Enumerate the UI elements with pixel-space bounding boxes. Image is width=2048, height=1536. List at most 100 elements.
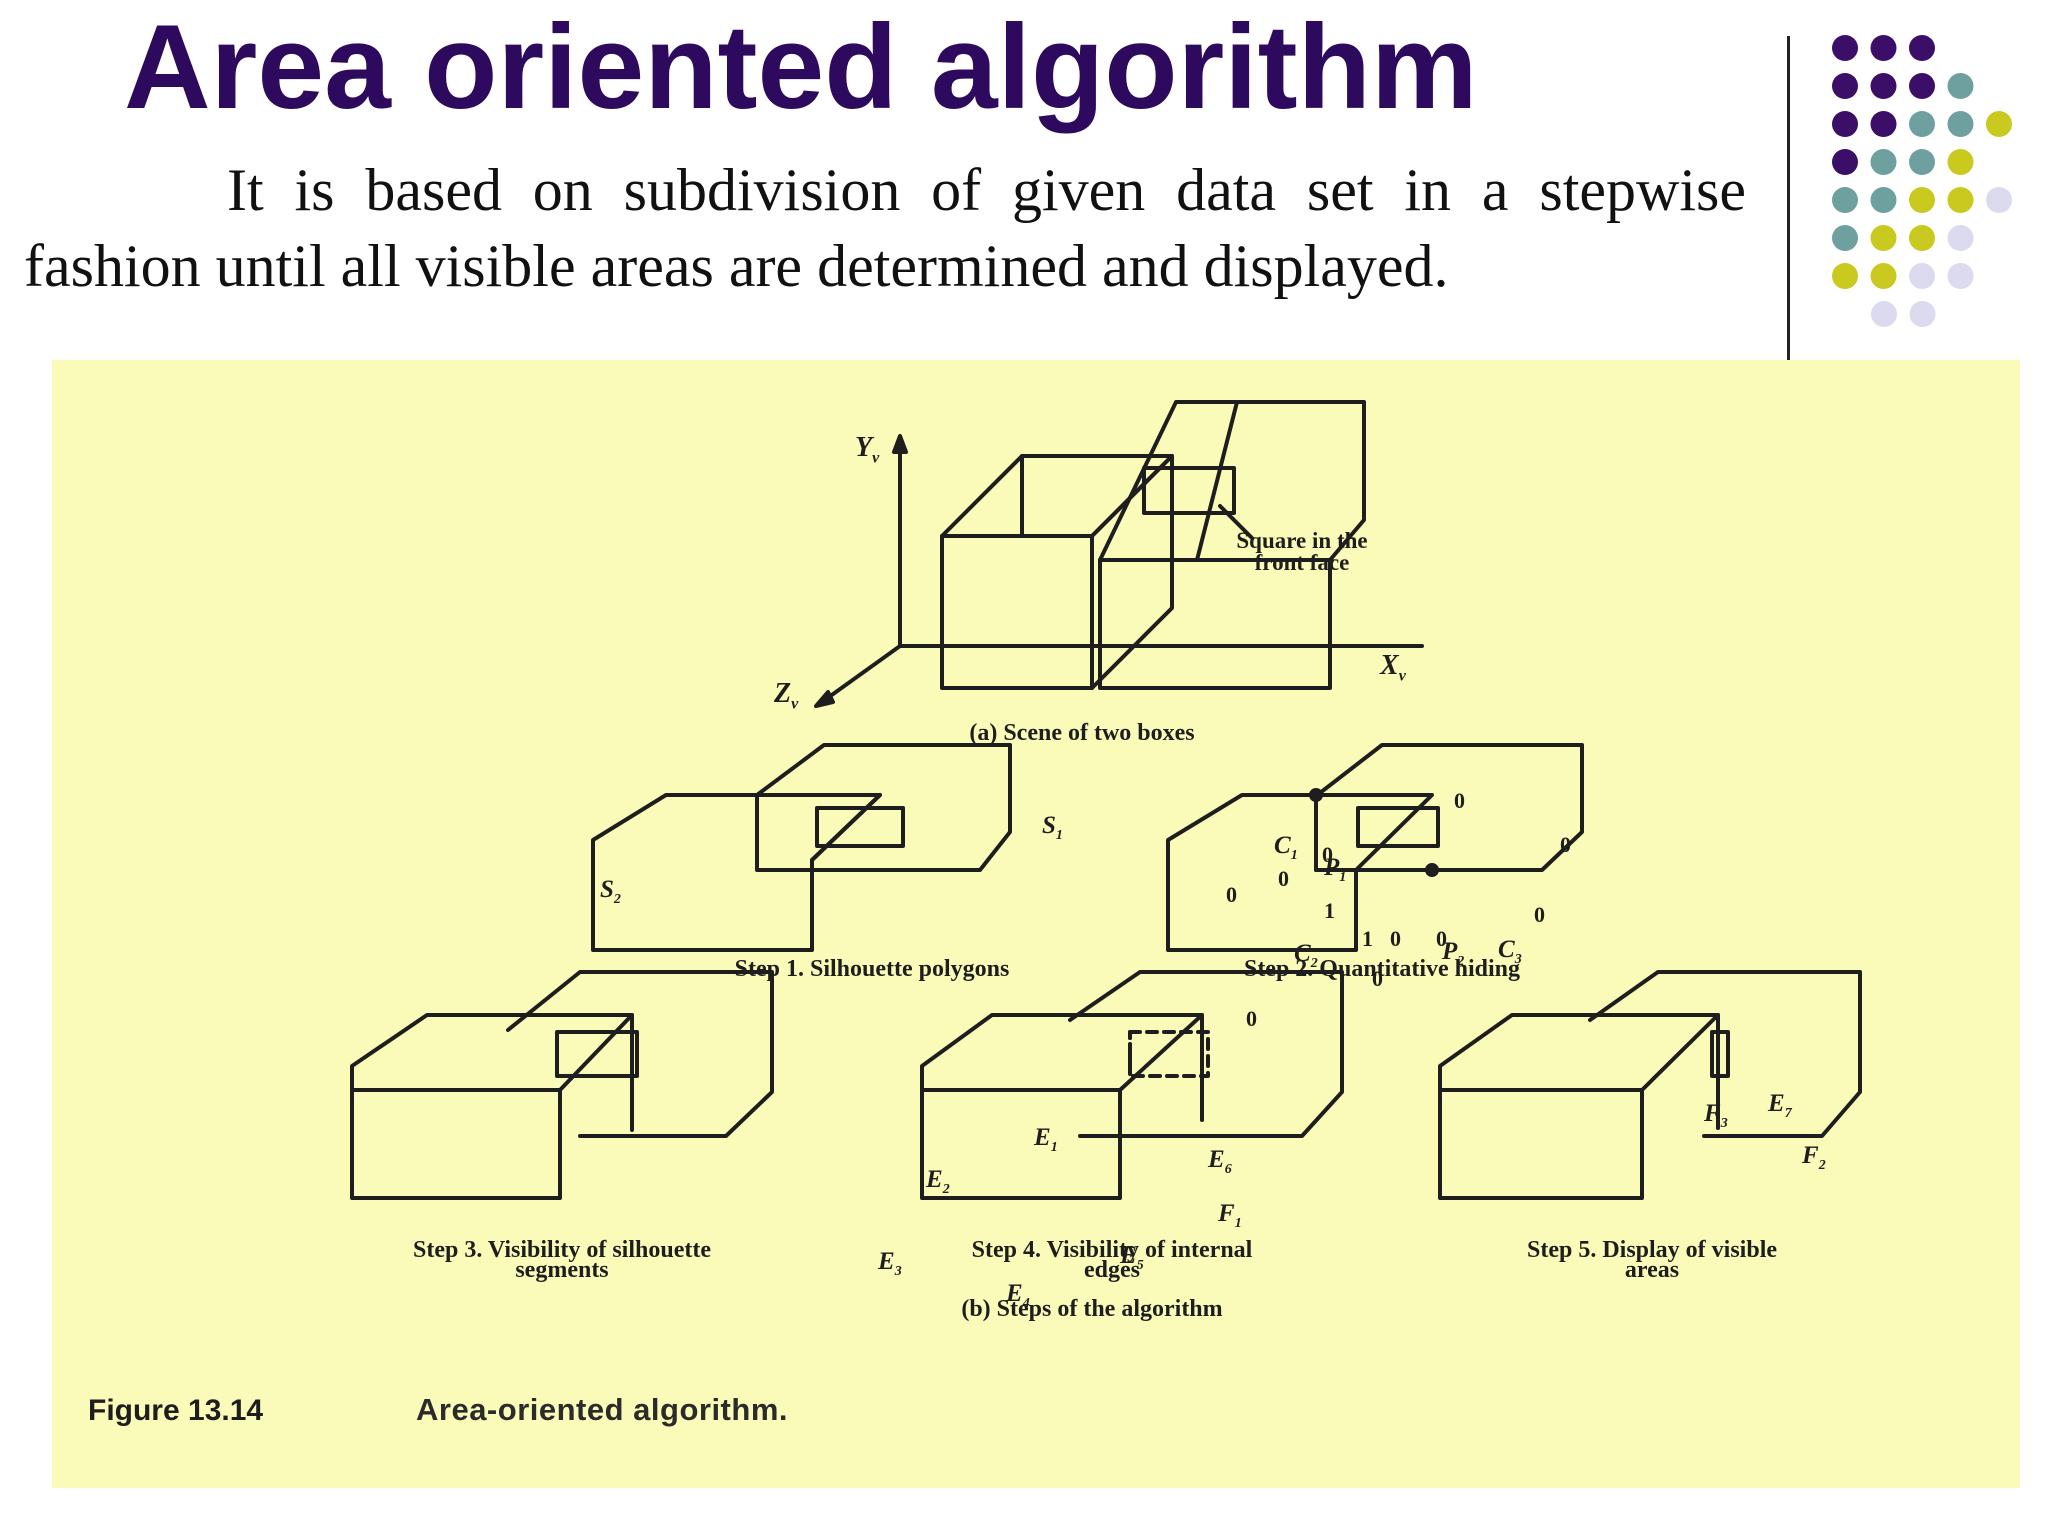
- p2-point: [1425, 863, 1439, 877]
- label-c1: C1: [1274, 832, 1298, 863]
- decorative-dot: [1909, 149, 1935, 175]
- front-box-top-face: [940, 454, 1174, 538]
- label-0-topface: 0: [1226, 882, 1237, 907]
- step1-square: [815, 806, 905, 848]
- label-e4: E4: [1006, 1280, 1030, 1311]
- step5-front-box: [1438, 1013, 1720, 1200]
- label-c3: C3: [1498, 936, 1522, 967]
- z-axis-arrow: [814, 690, 835, 708]
- step1-silhouette-s2: [591, 793, 882, 952]
- label-e6: E6: [1208, 1146, 1232, 1177]
- step4-caption: Step 4. Visibility of internal edges: [892, 1237, 1332, 1283]
- decorative-dot: [1947, 111, 1974, 137]
- decorative-dot: [1870, 263, 1897, 289]
- caption-b: (b) Steps of the algorithm: [961, 1296, 1223, 1322]
- step3-square: [555, 1030, 639, 1078]
- front-box-front-face: [940, 534, 1094, 690]
- figure-drawing: [350, 400, 1862, 1200]
- decorative-dot: [1909, 35, 1935, 61]
- step4-back-box: [1068, 970, 1344, 1138]
- back-box-hidden-edge: [1195, 400, 1239, 562]
- p1-point: [1309, 788, 1323, 802]
- label-e3: E3: [878, 1248, 902, 1279]
- label-e5: E5: [1120, 1242, 1144, 1273]
- label-c2: C2: [1294, 940, 1318, 971]
- step1-caption: Step 1. Silhouette polygons: [734, 956, 1010, 982]
- decorative-dot: [1832, 149, 1858, 175]
- decorative-dot: [1870, 73, 1897, 99]
- step4-caption-line2: edges: [1084, 1257, 1140, 1283]
- step1-silhouette-s1: [755, 743, 1012, 872]
- decorative-dot: [1947, 73, 1974, 99]
- decorative-dot: [1832, 111, 1858, 137]
- caption-a: (a) Scene of two boxes: [969, 720, 1195, 746]
- decorative-dot: [1832, 187, 1858, 213]
- label-0-top: 0: [1454, 788, 1465, 813]
- label-0-front: 0: [1372, 966, 1383, 991]
- step2-front-outline: [1166, 793, 1434, 952]
- square-note-line2: front face: [1254, 550, 1350, 575]
- decorative-dot: [1871, 301, 1897, 327]
- square-note-line1: Square in the: [1236, 528, 1368, 553]
- label-0-b2: 0: [1436, 926, 1447, 951]
- decorative-dot: [1870, 35, 1897, 61]
- decorative-dot: [1909, 73, 1935, 99]
- x-axis-label: Xv: [1380, 650, 1406, 685]
- decorative-dot: [1870, 149, 1897, 175]
- square-note: Square in the front face: [1212, 528, 1392, 575]
- step3-caption: Step 3. Visibility of silhouette segment…: [332, 1237, 792, 1282]
- step4-caption-line1: Step 4. Visibility of internal: [971, 1237, 1253, 1263]
- decorative-dot: [1986, 187, 2012, 213]
- decorative-dot: [1909, 111, 1935, 137]
- decorative-dot: [1870, 111, 1897, 137]
- label-1-bottom: 1: [1362, 926, 1373, 951]
- step1-edge: [810, 793, 882, 862]
- step5-caption-line1: Step 5. Display of visible: [1526, 1237, 1778, 1263]
- step4-drawing: [920, 970, 1344, 1200]
- label-f1: F1: [1218, 1200, 1242, 1231]
- step4-front-box: [920, 1013, 1204, 1200]
- label-f2: F2: [1802, 1142, 1826, 1173]
- decorative-dot-grid: [1832, 35, 2012, 327]
- decorative-dot: [1832, 263, 1858, 289]
- label-p1: P1: [1324, 854, 1347, 885]
- step5-back-box: [1588, 970, 1862, 1138]
- label-0-b1: 0: [1390, 926, 1401, 951]
- scene-front-box: [940, 454, 1174, 690]
- decorative-dot: [1909, 263, 1935, 289]
- label-e1: E1: [1034, 1124, 1058, 1155]
- label-0-right: 0: [1560, 832, 1571, 857]
- label-p2: P2: [1442, 938, 1465, 969]
- decorative-dot: [1947, 263, 1974, 289]
- decorative-dot: [1947, 187, 1974, 213]
- step5-square-sliver: [1710, 1030, 1730, 1078]
- decorative-dot: [1832, 225, 1858, 251]
- z-axis-label: Zv: [774, 678, 799, 713]
- label-e7: E7: [1768, 1090, 1792, 1121]
- body-paragraph: It is based on subdivision of given data…: [24, 152, 1746, 304]
- step3-drawing: [350, 970, 774, 1200]
- label-0-side: 0: [1534, 902, 1545, 927]
- step5-caption-line2: areas: [1624, 1257, 1680, 1283]
- decorative-dot: [1909, 187, 1935, 213]
- back-box-front-face: [1098, 558, 1332, 690]
- axes: [814, 434, 1424, 708]
- y-axis-label: Yv: [855, 432, 880, 467]
- y-axis-arrow: [892, 434, 908, 454]
- square-note-leader: [1218, 504, 1254, 540]
- step3-front-box: [350, 1013, 634, 1200]
- decorative-dot: [1909, 301, 1936, 327]
- title-divider-line: [1787, 36, 1790, 360]
- decorative-dot: [1947, 149, 1974, 175]
- label-0-c1b: 0: [1322, 842, 1333, 867]
- step3-back-box: [506, 970, 774, 1138]
- step5-caption: Step 5. Display of visible areas: [1452, 1237, 1852, 1283]
- step3-caption-line1: Step 3. Visibility of silhouette: [412, 1237, 712, 1263]
- decorative-dot: [1870, 187, 1897, 213]
- step2-drawing: [1166, 743, 1584, 952]
- front-face-square: [1142, 466, 1236, 515]
- label-0-c1: 0: [1278, 866, 1289, 891]
- front-box-side-face: [1090, 454, 1174, 690]
- slide-title: Area oriented algorithm: [124, 0, 1478, 134]
- z-axis-line: [820, 644, 902, 704]
